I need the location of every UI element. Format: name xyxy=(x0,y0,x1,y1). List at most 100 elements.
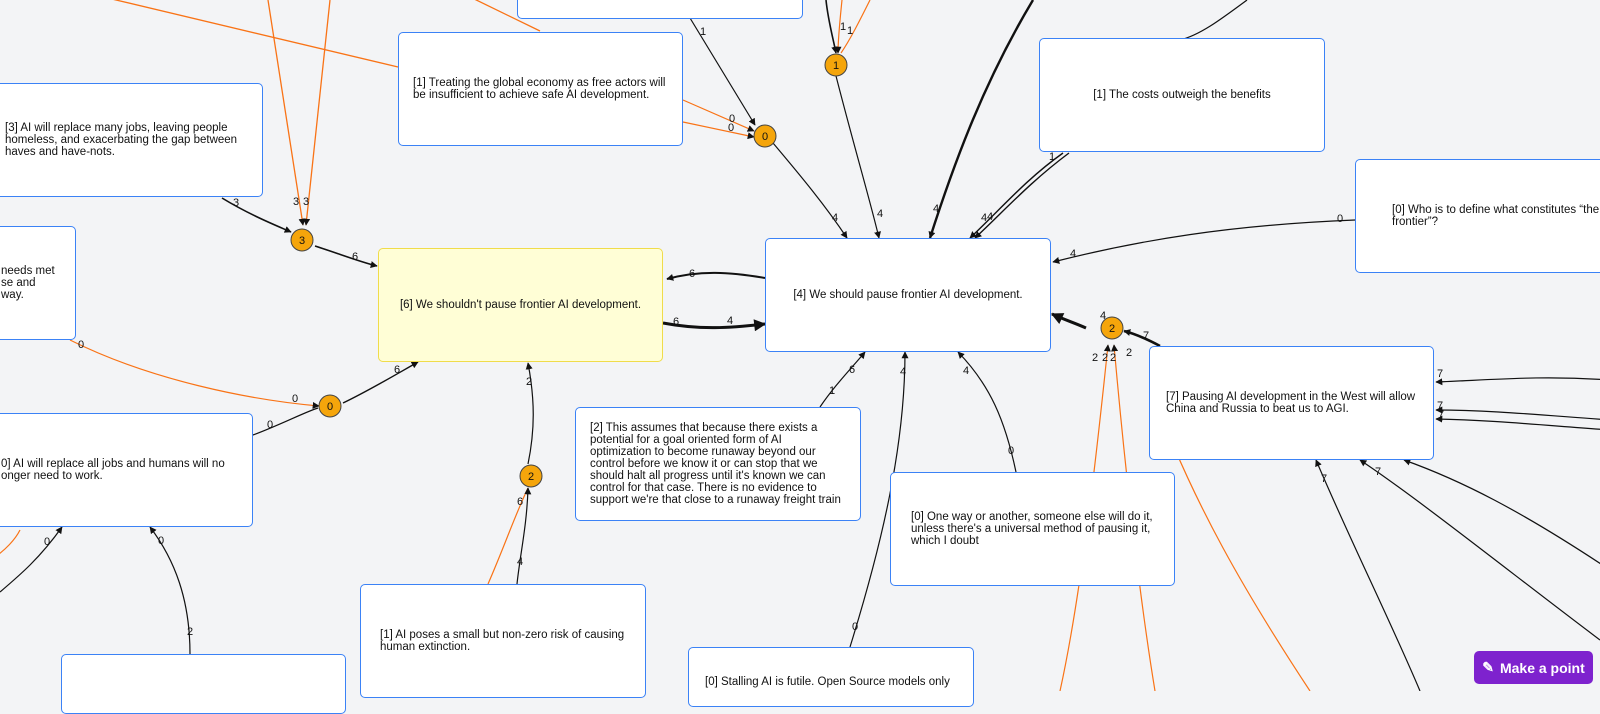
edge-weight-label: 2 xyxy=(1092,352,1098,364)
edge-bottom-left-to-jobs-all-a xyxy=(0,526,63,593)
edge-top8-to-should xyxy=(928,0,1035,239)
pencil-icon: ✎ xyxy=(1482,659,1494,675)
edge-weight-label: 7 xyxy=(1438,409,1444,421)
junction-j_left[interactable]: 0 xyxy=(318,394,342,418)
junction-circle xyxy=(753,124,777,148)
junction-circle xyxy=(1100,316,1124,340)
edge-weight-label: 2 xyxy=(1126,347,1132,359)
edge-assumes-to-should xyxy=(819,351,866,408)
edge-shouldnt-to-should xyxy=(662,319,767,332)
edge-right-to-china-c xyxy=(1435,415,1600,430)
edge-weight-label: 4 xyxy=(933,203,939,215)
junction-circle xyxy=(318,394,342,418)
edge-bottom-to-china xyxy=(1315,459,1421,691)
junction-j_treat[interactable]: 0 xyxy=(753,124,777,148)
argument-node-treating-economy[interactable]: [1] Treating the global economy as free … xyxy=(398,32,683,146)
junction-j_jobs[interactable]: 3 xyxy=(290,228,314,252)
edge-weight-label: 4 xyxy=(963,365,969,377)
edge-weight-label: 3 xyxy=(303,196,309,208)
edge-weight-label: 7 xyxy=(1143,330,1149,342)
edge-weight-label: 0 xyxy=(1337,213,1343,225)
edge-junction-0-to-should xyxy=(772,142,848,239)
edge-weight-label: 7 xyxy=(1375,466,1381,478)
edge-junction-jobs-to-shouldnt xyxy=(314,245,378,268)
junction-count: 0 xyxy=(762,131,768,143)
edge-weight-label: 4 xyxy=(1100,310,1106,322)
argument-node-replace-many-jobs[interactable]: [3] AI will replace many jobs, leaving p… xyxy=(0,83,263,197)
edge-top6-to-junction-1 xyxy=(834,0,843,54)
argument-node-shouldnt-pause[interactable]: [6] We shouldn't pause frontier AI devel… xyxy=(378,248,663,362)
edge-weight-label: 4 xyxy=(517,556,523,568)
edge-top7-to-junction-1 xyxy=(840,0,871,54)
edge-weight-label: 6 xyxy=(394,364,400,376)
edge-junction-left-to-shouldnt xyxy=(342,361,419,404)
edge-right-to-china-d xyxy=(1403,458,1600,565)
edge-weight-label: 4 xyxy=(727,315,733,327)
edge-treating-to-junction-0-a xyxy=(682,99,755,132)
edge-weight-label: 0 xyxy=(267,419,273,431)
junction-j_risk[interactable]: 2 xyxy=(519,464,543,488)
edge-weight-label: 1 xyxy=(829,385,835,397)
junction-count: 2 xyxy=(528,471,534,483)
edge-weight-label: 7 xyxy=(1437,400,1443,412)
edge-risk-to-junction-risk-a xyxy=(487,487,529,585)
edge-weight-label: 6 xyxy=(517,496,523,508)
argument-node-who-defines-frontier[interactable]: [0] Who is to define what constitutes “t… xyxy=(1355,159,1600,273)
edge-top9-to-costs xyxy=(1179,0,1248,41)
edge-weight-label: 1 xyxy=(1049,151,1055,163)
edge-right-to-china-a xyxy=(1435,377,1600,386)
argument-node-bottom-left-partial[interactable] xyxy=(61,654,346,714)
edge-top-node-to-junction-0 xyxy=(689,17,756,126)
edge-weight-label: 7 xyxy=(1321,473,1327,485)
edge-weight-label: 1 xyxy=(700,26,706,38)
argument-node-costs-outweigh-benefits[interactable]: [1] The costs outweigh the benefits xyxy=(1039,38,1325,152)
edge-top5-to-junction-1 xyxy=(825,0,839,54)
edge-costs-to-should-b xyxy=(974,152,1070,239)
edge-weight-label: 4 xyxy=(832,212,838,224)
argument-node-extinction-risk[interactable]: [1] AI poses a small but non-zero risk o… xyxy=(360,584,646,698)
edge-junction-risk-to-shouldnt xyxy=(525,362,534,465)
edge-weight-label: 6 xyxy=(352,251,358,263)
argument-node-someone-else-will[interactable]: [0] One way or another, someone else wil… xyxy=(890,472,1175,586)
argument-node-top-partial[interactable] xyxy=(517,0,803,19)
edge-weight-label: 4 xyxy=(900,366,906,378)
argument-node-replace-all-jobs[interactable]: 0] AI will replace all jobs and humans w… xyxy=(0,413,253,527)
edge-top3-to-junction-jobs xyxy=(267,0,306,226)
argument-node-assumes-runaway[interactable]: [2] This assumes that because there exis… xyxy=(575,407,861,521)
edge-weight-label: 0 xyxy=(852,621,858,633)
junction-circle xyxy=(290,228,314,252)
edge-weight-label: 0 xyxy=(729,113,735,125)
argument-node-needs-met-partial[interactable]: needs met se and way. xyxy=(0,226,76,340)
junction-j_china[interactable]: 2 xyxy=(1100,316,1124,340)
edge-stalling-to-should xyxy=(849,351,909,648)
make-a-point-button[interactable]: ✎ Make a point xyxy=(1474,651,1593,684)
junction-count: 3 xyxy=(299,235,305,247)
edge-weight-label: 3 xyxy=(233,197,239,209)
junction-j_top[interactable]: 1 xyxy=(824,53,848,77)
edge-weight-label: 0 xyxy=(292,393,298,405)
edge-weight-label: 0 xyxy=(728,122,734,134)
edge-weight-label: 2 xyxy=(526,376,532,388)
argument-node-china-russia-agi[interactable]: [7] Pausing AI development in the West w… xyxy=(1149,346,1434,460)
edge-costs-to-should-a xyxy=(969,152,1064,239)
junction-count: 2 xyxy=(1109,323,1115,335)
edge-weight-label: 6 xyxy=(849,364,855,376)
edge-weight-label: 2 xyxy=(1110,352,1116,364)
edge-right-to-china-e xyxy=(1359,459,1600,641)
edge-weight-label: 6 xyxy=(689,268,695,280)
edge-jobs-all-to-junction-left xyxy=(252,407,319,436)
argument-node-stalling-futile[interactable]: [0] Stalling AI is futile. Open Source m… xyxy=(688,647,974,707)
junction-count: 1 xyxy=(833,60,839,72)
edge-bottom-left-to-jobs-all-b xyxy=(0,529,21,554)
edge-should-to-shouldnt xyxy=(666,271,766,281)
junction-circle xyxy=(519,464,543,488)
edge-weight-label: 0 xyxy=(1008,445,1014,457)
junction-count: 0 xyxy=(327,401,333,413)
edge-bottom-left-to-jobs-all-c xyxy=(149,526,191,655)
junction-circle xyxy=(824,53,848,77)
edge-risk-to-junction-risk-b xyxy=(516,487,532,585)
edge-top4-to-junction-jobs xyxy=(303,0,331,226)
edge-junction-china-to-should xyxy=(1050,312,1087,330)
argument-node-should-pause[interactable]: [4] We should pause frontier AI developm… xyxy=(765,238,1051,352)
edge-weight-label: 3 xyxy=(293,196,299,208)
